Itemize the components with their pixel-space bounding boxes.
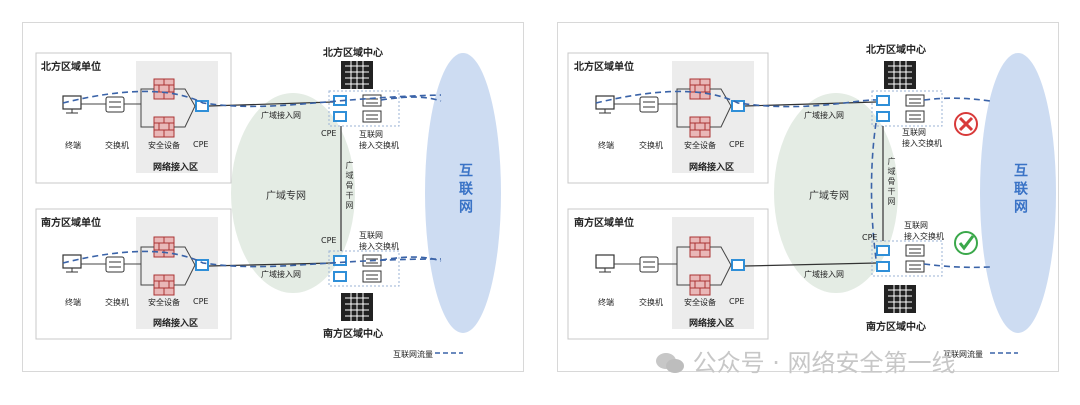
wan-private-label: 广域专网 (809, 191, 849, 202)
wan-private-area (231, 93, 355, 293)
south-terminal-icon (62, 254, 82, 273)
internet-traffic-flows (595, 90, 991, 269)
north-center-cpe-icons (333, 95, 347, 122)
north-cpe-icon (731, 100, 745, 112)
north-terminal-label: 终端 (598, 141, 614, 150)
north-cpe-label: CPE (193, 140, 209, 149)
south-center-cpe-icons (333, 255, 347, 282)
north-switch-label: 交换机 (105, 141, 129, 150)
north-cpe-label: CPE (729, 140, 745, 149)
south-center-cpe-icons (876, 245, 890, 272)
south-security-label: 安全设备 (148, 298, 180, 307)
watermark-text: 公众号 · 网络安全第一线 (692, 349, 956, 377)
south-center-cpe-label: CPE (862, 233, 878, 242)
north-center-building-icon (884, 61, 916, 89)
north-firewall-bottom-icon (689, 116, 711, 138)
south-terminal-label: 终端 (598, 298, 614, 307)
wan-private-area (774, 93, 898, 293)
south-access-zone-label: 网络接入区 (153, 319, 199, 329)
south-internet-switch-label: 互联网 接入交换机 (359, 231, 399, 251)
north-wan-access-label: 广域接入网 (261, 111, 301, 120)
north-center-title: 北方区域中心 (866, 45, 926, 56)
internet-traffic-flows (62, 90, 442, 268)
north-firewall-top-icon (689, 78, 711, 100)
north-center-title: 北方区域中心 (323, 48, 383, 59)
south-firewall-top-icon (689, 236, 711, 258)
north-wan-access-label: 广域接入网 (804, 111, 844, 120)
south-switch-label: 交换机 (105, 298, 129, 307)
south-firewall-bottom-icon (153, 274, 175, 296)
north-access-zone (672, 61, 754, 173)
north-access-zone (136, 61, 218, 173)
south-wan-access-label: 广域接入网 (804, 270, 844, 279)
north-internet-switch-label: 互联网 接入交换机 (359, 130, 399, 150)
internet-cloud (980, 53, 1056, 333)
south-center-title: 南方区域中心 (323, 329, 383, 340)
legend-label: 互联网流量 (393, 350, 433, 359)
south-terminal-icon (595, 254, 615, 273)
backbone-label: 广域骨干网 (345, 161, 354, 211)
south-center-building-icon (341, 293, 373, 321)
south-security-label: 安全设备 (684, 298, 716, 307)
north-center-cpe-icons (876, 95, 890, 122)
south-access-zone (136, 217, 218, 329)
south-cpe-label: CPE (729, 297, 745, 306)
north-internet-switch-icons (362, 94, 382, 123)
right-diagram-graphics (567, 52, 1056, 354)
south-wan-access-label: 广域接入网 (261, 270, 301, 279)
south-cpe-icon (195, 259, 209, 271)
north-center-building-icon (341, 61, 373, 89)
north-firewall-top-icon (153, 78, 175, 100)
blocked-path-icon (954, 112, 978, 136)
north-switch-label: 交换机 (639, 141, 663, 150)
south-center-title: 南方区域中心 (866, 322, 926, 333)
north-terminal-label: 终端 (65, 141, 81, 150)
north-internet-switch-icons (905, 94, 925, 123)
legend-label: 互联网流量 (943, 350, 983, 359)
south-center-building-icon (884, 285, 916, 313)
left-diagram-panel: 北方区域单位 南方区域单位 终端 交换机 安全设备 CPE 网络接入区 终端 交… (22, 22, 524, 372)
north-switch-icon (105, 96, 125, 113)
north-unit-title: 北方区域单位 (41, 62, 101, 73)
north-firewall-bottom-icon (153, 116, 175, 138)
south-cpe-label: CPE (193, 297, 209, 306)
south-unit-title: 南方区域单位 (574, 218, 634, 229)
south-internet-switch-icons (905, 244, 925, 273)
north-security-label: 安全设备 (684, 141, 716, 150)
south-switch-label: 交换机 (639, 298, 663, 307)
north-security-label: 安全设备 (148, 141, 180, 150)
south-terminal-label: 终端 (65, 298, 81, 307)
south-switch-icon (105, 256, 125, 273)
south-access-zone-label: 网络接入区 (689, 319, 735, 329)
south-access-zone (672, 217, 754, 329)
watermark: 公众号 · 网络安全第一线 (655, 343, 956, 378)
north-unit-title: 北方区域单位 (574, 62, 634, 73)
left-diagram-graphics (35, 52, 501, 354)
north-internet-switch-label: 互联网 接入交换机 (902, 128, 942, 148)
north-access-zone-label: 网络接入区 (153, 163, 199, 173)
internet-label: 互联网 (457, 163, 473, 217)
wechat-icon (656, 353, 684, 373)
internet-cloud (425, 53, 501, 333)
south-center-cpe-label: CPE (321, 236, 337, 245)
south-internet-switch-icons (362, 254, 382, 283)
south-internet-switch-label: 互联网 接入交换机 (904, 221, 944, 241)
south-firewall-bottom-icon (689, 274, 711, 296)
internet-label: 互联网 (1012, 163, 1028, 217)
north-access-zone-label: 网络接入区 (689, 163, 735, 173)
north-center-cpe-label: CPE (321, 129, 337, 138)
south-switch-icon (639, 256, 659, 273)
south-cpe-icon (731, 259, 745, 271)
south-unit-title: 南方区域单位 (41, 218, 101, 229)
allowed-path-icon (954, 231, 978, 255)
right-diagram-panel: 北方区域单位 南方区域单位 终端 交换机 安全设备 CPE 网络接入区 终端 交… (557, 22, 1059, 372)
wan-private-label: 广域专网 (266, 191, 306, 202)
north-switch-icon (639, 96, 659, 113)
south-firewall-top-icon (153, 236, 175, 258)
backbone-label: 广域骨干网 (887, 157, 896, 207)
